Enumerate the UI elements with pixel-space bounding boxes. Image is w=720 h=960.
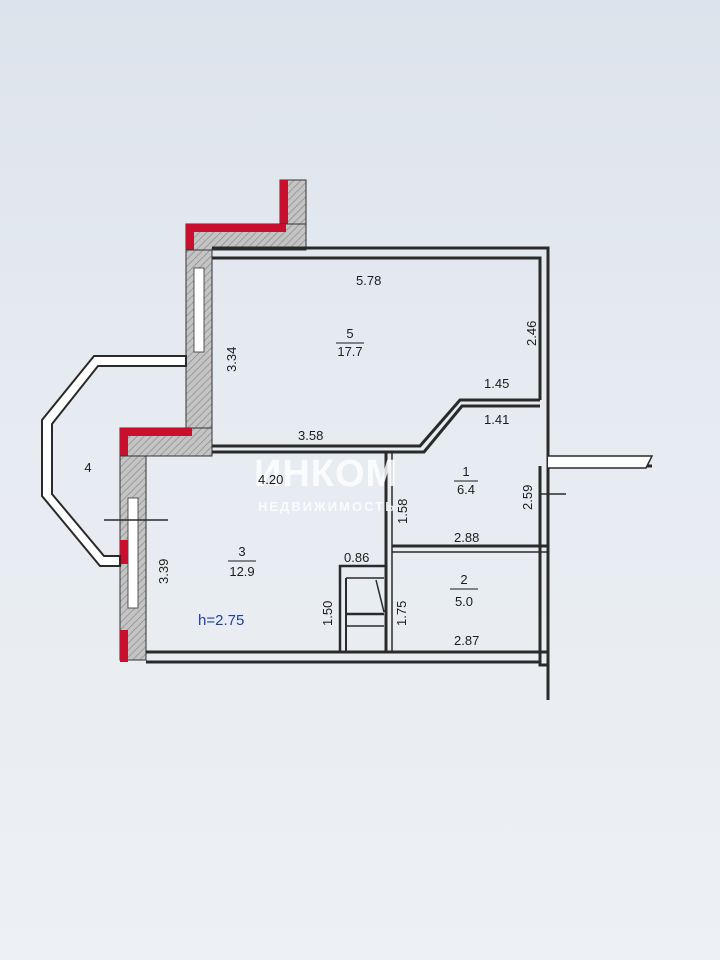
room-2-number: 2	[460, 572, 467, 587]
dim-right-upper: 2.46	[524, 321, 539, 346]
dim-notch-bottom: 1.41	[484, 412, 509, 427]
room-1-number: 1	[462, 464, 469, 479]
room-labels: 5 17.7 1 6.4 3 12.9 2 5.0 4 h=2.75	[84, 326, 478, 629]
dim-niche-height: 1.50	[320, 601, 335, 626]
dim-niche-width: 0.86	[344, 550, 369, 565]
dim-bath-height: 1.75	[394, 601, 409, 626]
watermark: ИНКОМ НЕДВИЖИМОСТЬ	[254, 453, 398, 514]
watermark-subtitle: НЕДВИЖИМОСТЬ	[258, 499, 396, 514]
dim-room3-top: 4.20	[258, 472, 283, 487]
loggia-4	[41, 355, 187, 567]
dim-right-mid: 2.59	[520, 485, 535, 510]
room-5-number: 5	[346, 326, 353, 341]
ceiling-height-label: h=2.75	[198, 612, 244, 629]
room-1-area: 6.4	[457, 482, 475, 497]
wardrobe-niche	[338, 564, 388, 654]
dim-left-room5: 3.34	[224, 347, 239, 372]
dim-hall-height: 1.58	[395, 499, 410, 524]
dim-notch-top: 1.45	[484, 376, 509, 391]
dimension-labels: 5.78 2.46 3.34 1.45 1.41 3.58 4.20 1.58 …	[156, 273, 539, 648]
dim-top-width: 5.78	[356, 273, 381, 288]
apartment-outline	[146, 246, 652, 700]
dim-partition-room5: 3.58	[298, 428, 323, 443]
exterior-walls	[119, 179, 307, 662]
right-wall-stub	[548, 455, 654, 469]
dim-left-room3: 3.39	[156, 559, 171, 584]
watermark-name: ИНКОМ	[254, 453, 398, 495]
room-2-area: 5.0	[455, 594, 473, 609]
room-4-number: 4	[84, 460, 91, 475]
room-3-area: 12.9	[229, 564, 254, 579]
room-3-number: 3	[238, 544, 245, 559]
room-5-area: 17.7	[337, 344, 362, 359]
dim-hall-bottom: 2.88	[454, 530, 479, 545]
dim-bath-bottom: 2.87	[454, 633, 479, 648]
